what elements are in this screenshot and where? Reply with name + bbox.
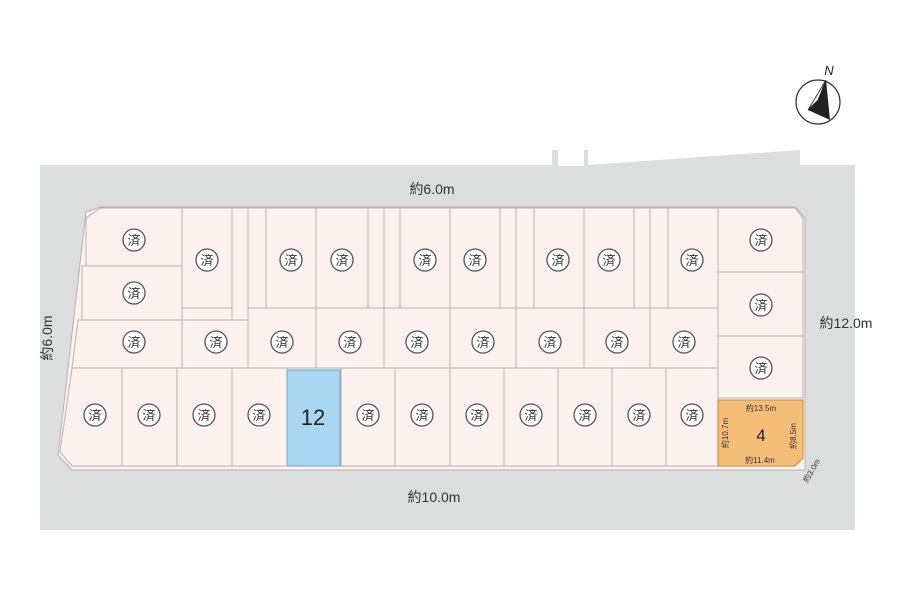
sold-mark-label: 済: [415, 408, 428, 424]
lot-access-strip: [515, 207, 535, 321]
sold-mark-icon: 済: [680, 403, 704, 427]
sold-mark-icon: 済: [749, 228, 773, 252]
sold-marks: 済済済済済済済済済済済済済済済済済済済済済済済済済済済済済済済済済: [83, 228, 773, 427]
sold-mark-label: 済: [209, 335, 222, 351]
sold-mark-icon: 済: [627, 403, 651, 427]
sold-mark-icon: 済: [519, 403, 543, 427]
sold-mark-label: 済: [754, 361, 767, 377]
sold-mark-icon: 済: [83, 403, 107, 427]
sold-mark-label: 済: [754, 298, 767, 314]
sold-mark-icon: 済: [405, 330, 429, 354]
sold-mark-icon: 済: [465, 403, 489, 427]
lot-4-dim-right: 約8.5m: [788, 423, 798, 449]
sold-mark-label: 済: [578, 408, 591, 424]
lot-12[interactable]: [286, 369, 341, 467]
lot-access-strip: [231, 207, 249, 321]
sold-mark-label: 済: [284, 253, 297, 269]
road-label-right: 約12.0m: [820, 315, 873, 331]
sold-mark-icon: 済: [247, 403, 271, 427]
sold-mark-icon: 済: [122, 330, 146, 354]
sold-mark-label: 済: [551, 253, 564, 269]
sold-mark-icon: 済: [605, 330, 629, 354]
north-arrow-icon: N: [795, 63, 841, 125]
sold-mark-icon: 済: [204, 330, 228, 354]
sold-mark-label: 済: [343, 335, 356, 351]
sold-mark-label: 済: [88, 408, 101, 424]
sold-mark-icon: 済: [192, 403, 216, 427]
lot-access-strip: [383, 207, 401, 321]
sold-mark-label: 済: [685, 253, 698, 269]
sold-mark-label: 済: [361, 408, 374, 424]
sold-mark-label: 済: [252, 408, 265, 424]
sold-mark-icon: 済: [538, 330, 562, 354]
sold-mark-label: 済: [335, 253, 348, 269]
sold-mark-label: 済: [200, 253, 213, 269]
sold-mark-icon: 済: [122, 228, 146, 252]
sold-mark-label: 済: [610, 335, 623, 351]
sold-mark-label: 済: [632, 408, 645, 424]
sold-mark-icon: 済: [122, 281, 146, 305]
sold-mark-icon: 済: [573, 403, 597, 427]
lot-4-number: 4: [756, 426, 765, 445]
sold-mark-icon: 済: [137, 403, 161, 427]
sold-mark-icon: 済: [413, 248, 437, 272]
road-notch: [558, 130, 584, 166]
sold-mark-label: 済: [127, 335, 140, 351]
sold-mark-label: 済: [127, 233, 140, 249]
sold-mark-icon: 済: [279, 248, 303, 272]
sold-mark-label: 済: [470, 408, 483, 424]
sold-mark-label: 済: [410, 335, 423, 351]
lot-access-strip: [633, 207, 651, 321]
road-label-bottom: 約10.0m: [408, 489, 461, 505]
lot-4-dim-top: 約13.5m: [746, 403, 777, 413]
sold-mark-icon: 済: [195, 248, 219, 272]
lot-4-dim-bottom: 約11.4m: [745, 455, 775, 465]
lot-access-strip: [367, 207, 385, 321]
sold-mark-icon: 済: [330, 248, 354, 272]
lot-access-strip: [247, 207, 267, 321]
sold-mark-label: 済: [524, 408, 537, 424]
lot-access-strip: [499, 207, 517, 321]
sold-mark-icon: 済: [749, 356, 773, 380]
compass-label: N: [824, 63, 834, 78]
sold-mark-label: 済: [468, 253, 481, 269]
sold-mark-icon: 済: [749, 293, 773, 317]
sold-mark-icon: 済: [546, 248, 570, 272]
sold-mark-label: 済: [197, 408, 210, 424]
sold-mark-label: 済: [142, 408, 155, 424]
sold-mark-icon: 済: [672, 330, 696, 354]
sold-mark-icon: 済: [597, 248, 621, 272]
road-label-left: 約6.0m: [39, 315, 55, 360]
sold-mark-label: 済: [685, 408, 698, 424]
sold-mark-icon: 済: [463, 248, 487, 272]
lot-grid: [59, 207, 804, 467]
sold-mark-label: 済: [418, 253, 431, 269]
lot-4[interactable]: [717, 399, 804, 467]
sold-mark-icon: 済: [338, 330, 362, 354]
sold-mark-label: 済: [677, 335, 690, 351]
lot-access-strip: [649, 207, 669, 321]
sold-mark-icon: 済: [356, 403, 380, 427]
road-label-top: 約6.0m: [409, 181, 454, 197]
lot-4-dim-left: 約10.7m: [720, 418, 730, 449]
sold-mark-label: 済: [275, 335, 288, 351]
sold-mark-label: 済: [602, 253, 615, 269]
sold-mark-label: 済: [127, 286, 140, 302]
lot-12-number: 12: [301, 405, 325, 430]
sold-mark-icon: 済: [410, 403, 434, 427]
sold-mark-label: 済: [543, 335, 556, 351]
sold-mark-label: 済: [476, 335, 489, 351]
sold-mark-icon: 済: [471, 330, 495, 354]
sold-mark-label: 済: [754, 233, 767, 249]
sold-mark-icon: 済: [680, 248, 704, 272]
sold-mark-icon: 済: [270, 330, 294, 354]
